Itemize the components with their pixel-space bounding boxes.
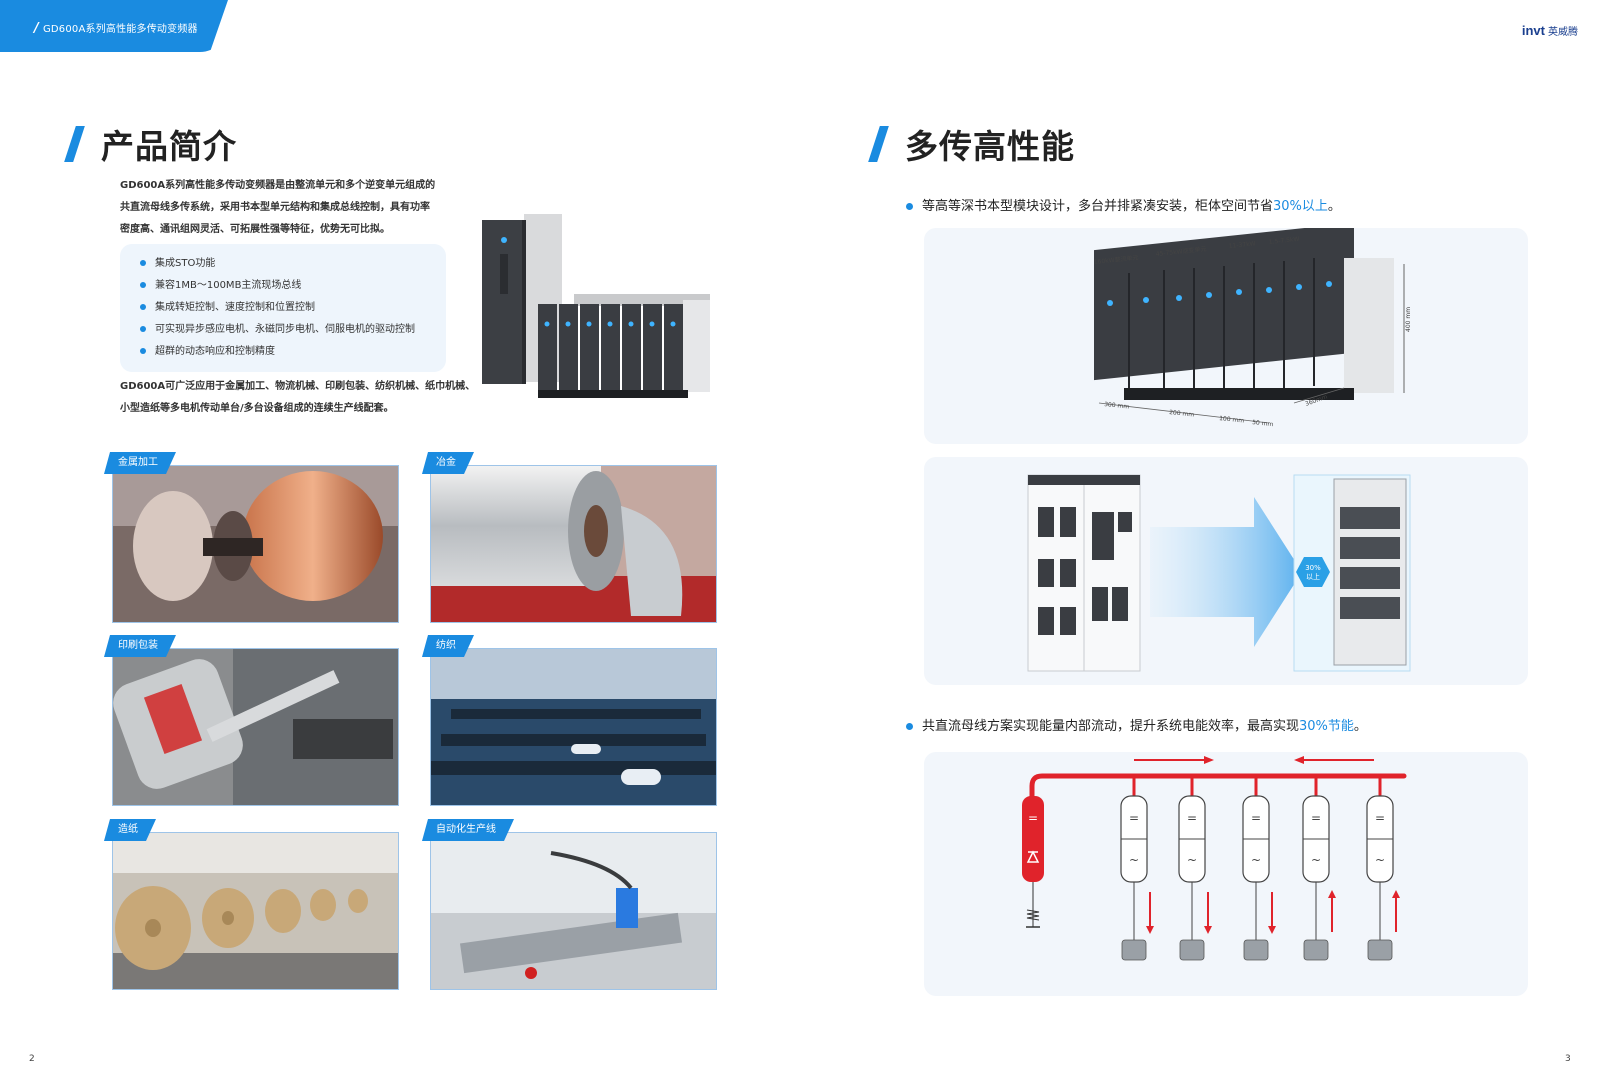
automation-line-image: [431, 833, 716, 989]
feature-item: 超群的动态响应和控制精度: [140, 341, 446, 363]
tag-automation-line: 自动化生产线: [422, 819, 514, 841]
tag-textile: 纺织: [422, 635, 474, 657]
feature-item: 兼容1MB～100MB主流现场总线: [140, 275, 446, 297]
cabinet-comparison-panel: 30% 以上: [924, 457, 1528, 685]
svg-text:~: ~: [1375, 853, 1385, 867]
metallurgy-image: [431, 466, 716, 622]
svg-text:=: =: [1375, 811, 1385, 825]
svg-text:~: ~: [1311, 853, 1321, 867]
application-photo-metallurgy: [430, 465, 717, 623]
intro-line: 共直流母线多传系统，采用书本型单元结构和集成总线控制，具有功率: [120, 202, 430, 213]
intro-line: GD600A可广泛应用于金属加工、物流机械、印刷包装、纺织机械、纸巾机械、: [120, 381, 476, 392]
intro-paragraph: GD600A系列高性能多传动变频器是由整流单元和多个逆变单元组成的 共直流母线多…: [120, 175, 460, 241]
space-saving-badge-value: 30%: [1305, 564, 1321, 572]
svg-text:=: =: [1311, 811, 1321, 825]
feature-item: 集成STO功能: [140, 253, 446, 275]
application-photo-textile: [430, 648, 717, 806]
section-title-product-intro: 产品简介: [101, 127, 237, 166]
bullet-icon: [906, 203, 913, 210]
intro-line: GD600A系列高性能多传动变频器是由整流单元和多个逆变单元组成的: [120, 180, 436, 191]
tag-metal-processing: 金属加工: [104, 452, 176, 474]
module-panel: 400 mm 160kW整流单元 45-75kW逆变单元 11-37kW 1.5…: [924, 222, 1528, 444]
metal-processing-image: [113, 466, 398, 622]
tag-papermaking: 造纸: [104, 819, 156, 841]
application-photo-metal: [112, 465, 399, 623]
application-photo-printing: [112, 648, 399, 806]
bullet-space-saving: 等高等深书本型模块设计，多台并排紧凑安装，柜体空间节省30%以上。: [906, 195, 1341, 214]
svg-text:~: ~: [1187, 853, 1197, 867]
dim-label: 100 mm: [1219, 415, 1245, 425]
bullet-icon: [140, 326, 146, 332]
application-photo-papermaking: [112, 832, 399, 990]
feature-box: 集成STO功能 兼容1MB～100MB主流现场总线 集成转矩控制、速度控制和位置…: [120, 244, 446, 372]
intro-line: 密度高、通讯组网灵活、可拓展性强等特征，优势无可比拟。: [120, 224, 390, 235]
tag-printing-packaging: 印刷包装: [104, 635, 176, 657]
svg-text:=: =: [1251, 811, 1261, 825]
header-title: /GD600A系列高性能多传动变频器: [34, 21, 198, 36]
svg-text:~: ~: [1251, 853, 1261, 867]
bullet-icon: [906, 723, 913, 730]
page-number-right: 3: [1565, 1054, 1571, 1064]
page-number-left: 2: [29, 1054, 35, 1064]
module-dimension-diagram: 400 mm 160kW整流单元 45-75kW逆变单元 11-37kW 1.5…: [1093, 222, 1412, 428]
space-saving-badge-label: 以上: [1306, 572, 1320, 581]
feature-item: 可实现异步感应电机、永磁同步电机、伺服电机的驱动控制: [140, 319, 446, 341]
title-slash-icon: [64, 126, 85, 162]
feature-list: 集成STO功能 兼容1MB～100MB主流现场总线 集成转矩控制、速度控制和位置…: [120, 244, 446, 363]
dim-label: 50 mm: [1252, 419, 1274, 428]
dc-bus-diagram: = = = = = = ~ ~ ~ ~ ~: [1022, 756, 1407, 961]
bullet-energy-saving: 共直流母线方案实现能量内部流动，提升系统电能效率，最高实现30%节能。: [906, 715, 1367, 734]
bullet-icon: [140, 282, 146, 288]
application-paragraph: GD600A可广泛应用于金属加工、物流机械、印刷包装、纺织机械、纸巾机械、 小型…: [120, 376, 480, 420]
section-title-performance: 多传高性能: [905, 127, 1075, 166]
cabinet-comparison-diagram: 30% 以上: [1027, 474, 1411, 672]
bullet-icon: [140, 260, 146, 266]
module-label: 11-37kW: [1228, 240, 1255, 250]
product-image: [482, 214, 710, 398]
dim-label: 200 mm: [1169, 409, 1195, 419]
svg-text:=: =: [1129, 811, 1139, 825]
textile-image: [431, 649, 716, 805]
dim-label: 300 mm: [1104, 401, 1130, 411]
dc-bus-panel: = = = = = = ~ ~ ~ ~ ~: [924, 752, 1528, 996]
title-slash-icon: [868, 126, 889, 162]
svg-text:=: =: [1187, 811, 1197, 825]
dim-label-height: 400 mm: [1405, 307, 1412, 332]
papermaking-image: [113, 833, 398, 989]
bullet-icon: [140, 304, 146, 310]
printing-packaging-image: [113, 649, 398, 805]
feature-item: 集成转矩控制、速度控制和位置控制: [140, 297, 446, 319]
bullet-icon: [140, 348, 146, 354]
intro-line: 小型造纸等多电机传动单台/多台设备组成的连续生产线配套。: [120, 403, 394, 414]
tag-metallurgy: 冶金: [422, 452, 474, 474]
application-photo-automation: [430, 832, 717, 990]
module-label: 1.5-7.5kW: [1268, 236, 1299, 246]
svg-text:~: ~: [1129, 853, 1139, 867]
header-tab: [0, 0, 228, 52]
svg-text:=: =: [1028, 811, 1038, 825]
